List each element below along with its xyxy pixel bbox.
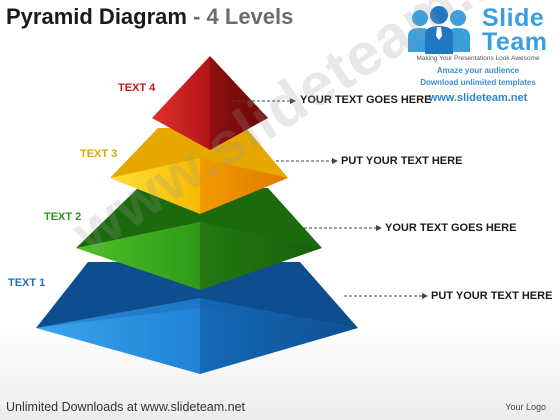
- people-icon: [408, 6, 470, 54]
- footer-your-logo: Your Logo: [505, 402, 546, 412]
- arrowhead-3: [332, 158, 338, 164]
- callout-text-4: YOUR TEXT GOES HERE: [300, 94, 432, 106]
- level-label-1: TEXT 1: [8, 277, 46, 289]
- callout-arrowheads: [290, 98, 428, 299]
- pyramid-level-3: [110, 128, 288, 214]
- logo-word-team: Team: [482, 28, 548, 56]
- logo-word-slide: Slide: [482, 4, 545, 32]
- logo-line-2: Download unlimited templates: [420, 78, 536, 87]
- arrowhead-1: [422, 293, 428, 299]
- level-label-3: TEXT 3: [80, 148, 118, 160]
- logo-line-1: Amaze your audience: [436, 66, 520, 75]
- pyramid-level-1: [36, 262, 358, 374]
- logo-url: www.slideteam.net: [428, 92, 528, 104]
- logo-tagline: Making Your Presentations Look Awesome: [416, 55, 540, 62]
- arrowhead-2: [376, 225, 382, 231]
- title-main: Pyramid Diagram: [6, 4, 187, 29]
- footer-downloads: Unlimited Downloads at www.slideteam.net: [6, 400, 245, 414]
- callout-text-3: PUT YOUR TEXT HERE: [341, 155, 463, 167]
- arrowhead-4: [290, 98, 296, 104]
- level-label-2: TEXT 2: [44, 211, 82, 223]
- title-sub: - 4 Levels: [193, 4, 294, 29]
- slideteam-logo: Slide Team Making Your Presentations Loo…: [398, 4, 558, 108]
- callout-text-2: YOUR TEXT GOES HERE: [385, 222, 517, 234]
- page-title: Pyramid Diagram - 4 Levels: [6, 4, 293, 30]
- level-label-4: TEXT 4: [118, 82, 156, 94]
- pyramid-level-2: [76, 188, 322, 290]
- callout-leader-lines: [232, 100, 422, 297]
- pyramid-level-4: [152, 56, 268, 150]
- callout-text-1: PUT YOUR TEXT HERE: [431, 290, 553, 302]
